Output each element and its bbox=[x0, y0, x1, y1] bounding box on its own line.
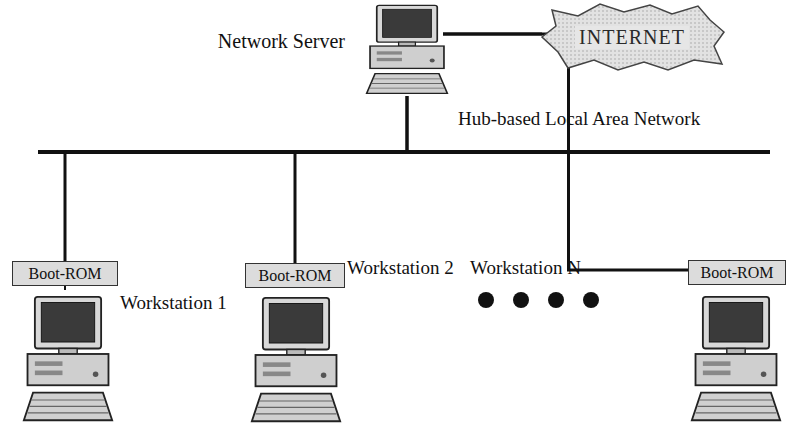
ellipsis-dot bbox=[548, 292, 564, 308]
workstation-computer bbox=[692, 297, 780, 420]
ellipsis-dot bbox=[583, 292, 599, 308]
network-cable bbox=[295, 96, 407, 263]
internet-label: INTERNET bbox=[575, 26, 689, 49]
network-cable bbox=[443, 34, 692, 270]
ellipsis-dot bbox=[513, 292, 529, 308]
server-icon bbox=[365, 4, 449, 96]
boot-rom-box: Boot-ROM bbox=[12, 261, 118, 286]
boot-rom-box: Boot-ROM bbox=[245, 263, 345, 288]
boot-rom-label: Boot-ROM bbox=[701, 264, 774, 282]
network-label: Hub-based Local Area Network bbox=[458, 108, 700, 130]
workstation-computer bbox=[252, 298, 340, 421]
workstation-label: Workstation 2 bbox=[347, 257, 454, 279]
internet-cloud: INTERNET bbox=[538, 2, 726, 72]
boot-rom-label: Boot-ROM bbox=[259, 267, 332, 285]
workstation-label: Workstation 1 bbox=[120, 292, 227, 314]
server-label: Network Server bbox=[218, 30, 345, 53]
server-computer: Network Server bbox=[365, 4, 449, 96]
workstation-label: Workstation N bbox=[470, 257, 581, 279]
ellipsis-dot bbox=[478, 292, 494, 308]
workstation-computer bbox=[24, 297, 112, 420]
boot-rom-box: Boot-ROM bbox=[688, 260, 786, 285]
network-cable bbox=[65, 96, 407, 261]
boot-rom-label: Boot-ROM bbox=[29, 265, 102, 283]
